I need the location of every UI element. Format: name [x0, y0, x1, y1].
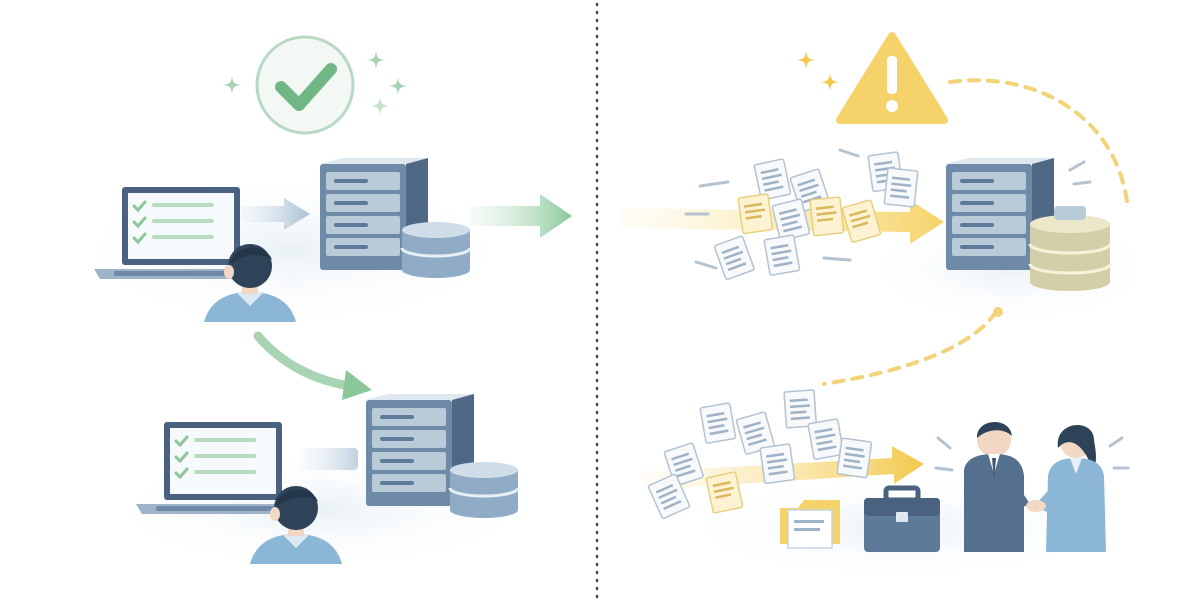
flow-arrow-out [470, 194, 572, 238]
document-icon [783, 389, 818, 429]
check-circle-icon [255, 35, 355, 135]
document-icon [807, 418, 845, 461]
motion-lines [684, 148, 860, 270]
sparkle-icon [371, 97, 389, 115]
warning-triangle-icon [836, 32, 948, 124]
right-panel-warning [620, 32, 1160, 580]
sparkle-icon [821, 73, 839, 91]
flow-arrow [300, 448, 358, 470]
flow-arrow [242, 198, 310, 230]
folder-icon [780, 500, 840, 549]
database-icon [448, 460, 520, 520]
sparkle-icon [389, 77, 407, 95]
arrow-head [342, 370, 372, 400]
curved-flow-arrow [253, 331, 355, 391]
briefcase-icon [864, 485, 940, 552]
document-icon [883, 167, 919, 208]
left-panel-success [60, 35, 572, 570]
dashed-flow-path [822, 310, 998, 386]
database-icon [400, 220, 472, 280]
document-icon [809, 196, 845, 237]
document-icon [737, 193, 774, 235]
sparkle-icon [367, 51, 385, 69]
document-icon [705, 471, 744, 514]
motion-lines [1068, 160, 1092, 186]
businessman-icon [964, 421, 1030, 552]
document-icon [753, 158, 792, 201]
document-icon [759, 443, 796, 485]
sparkle-icon [797, 51, 815, 69]
document-icon [713, 234, 756, 281]
path-dot [993, 307, 1003, 317]
document-icon [763, 234, 801, 277]
document-icon [699, 402, 737, 445]
database-icon [1028, 204, 1112, 293]
document-pile [684, 148, 919, 281]
document-icon [841, 198, 882, 244]
document-icon [836, 437, 873, 479]
motion-lines [934, 436, 1130, 472]
businesswoman-icon [1036, 425, 1106, 552]
sparkle-icon [223, 76, 241, 94]
dashed-flow-path [948, 78, 1130, 212]
handshake-icon [1026, 500, 1046, 512]
